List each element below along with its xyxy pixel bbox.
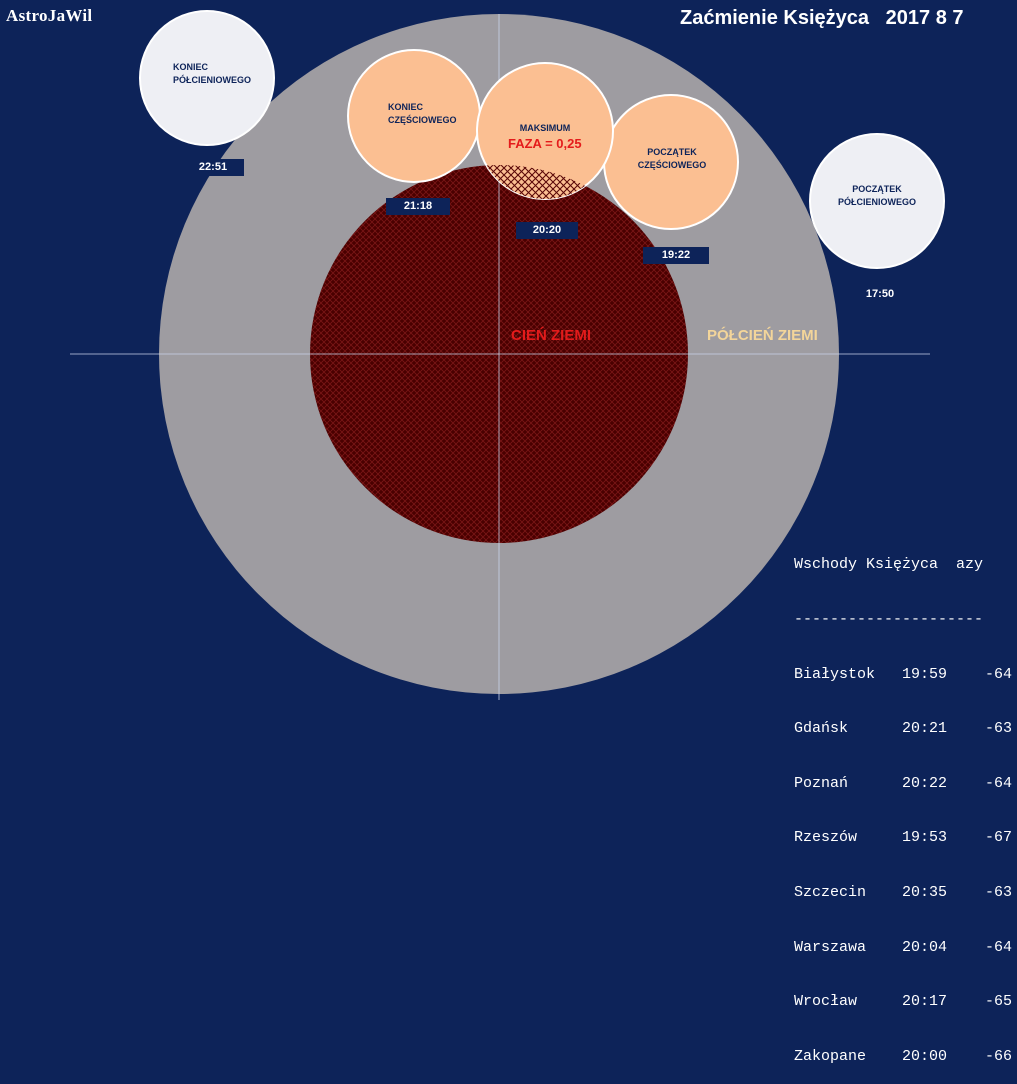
eclipse-diagram xyxy=(70,10,945,700)
brand-logo: AstroJaWil xyxy=(6,6,93,25)
umbra-label: CIEŃ ZIEMI xyxy=(511,327,592,344)
moonrise-table: Wschody Księżyca azy -------------------… xyxy=(794,520,1012,1084)
phase-value: FAZA = 0,25 xyxy=(508,136,582,151)
moon-start-penumbral xyxy=(809,133,945,269)
moon-end-penumbral xyxy=(139,10,275,146)
end-penumbral-label: KONIEC PÓŁCIENIOWEGO xyxy=(173,62,252,85)
time-end-partial: 21:18 xyxy=(386,198,450,215)
end-partial-label: KONIEC CZĘŚCIOWEGO xyxy=(388,102,457,125)
start-partial-label: POCZĄTEK CZĘŚCIOWEGO xyxy=(637,147,707,170)
penumbra-label: PÓŁCIEŃ ZIEMI xyxy=(707,327,818,344)
time-end-penumbral: 22:51 xyxy=(182,159,244,176)
time-maximum: 20:20 xyxy=(516,222,578,239)
time-start-penumbral: 17:50 xyxy=(850,286,910,303)
moonrise-separator: --------------------- xyxy=(794,611,984,629)
page-title: Zaćmienie Księżyca 2017 8 7 xyxy=(680,7,964,29)
maximum-label: MAKSIMUM xyxy=(519,123,571,133)
time-start-partial: 19:22 xyxy=(643,247,709,264)
moonrise-title: Wschody Księżyca azy xyxy=(794,556,984,574)
start-penumbral-label: POCZĄTEK PÓŁCIENIOWEGO xyxy=(837,184,916,207)
